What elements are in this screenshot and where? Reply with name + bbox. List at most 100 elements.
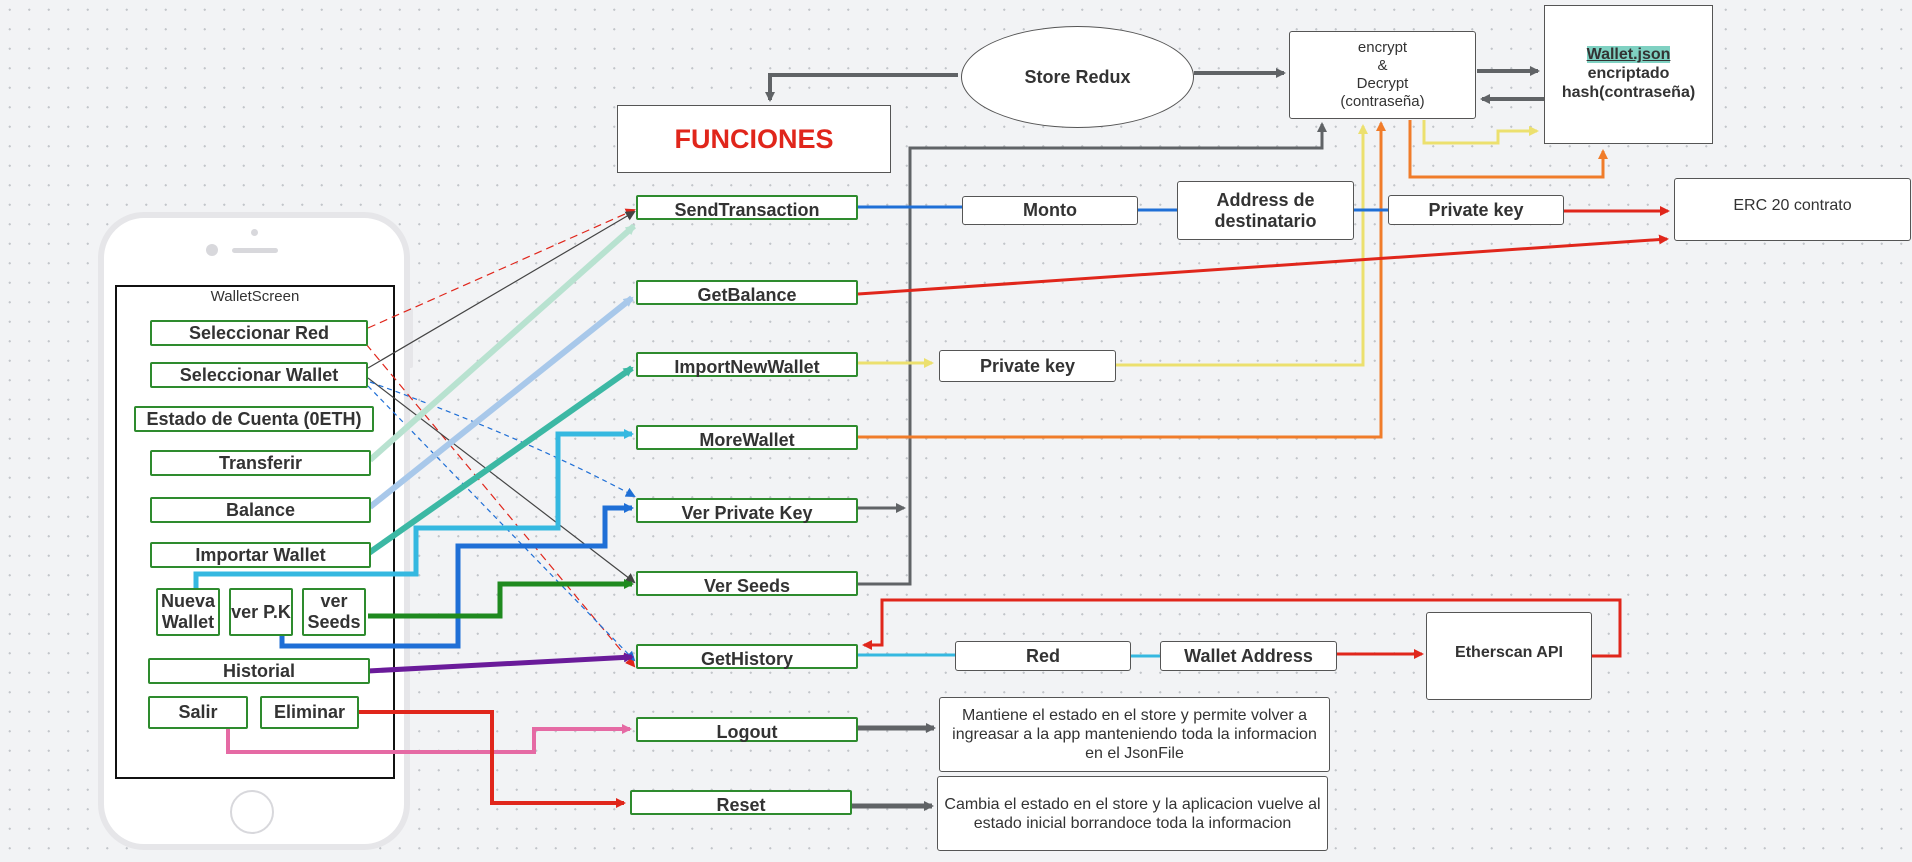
get-balance-label: GetBalance: [697, 285, 797, 305]
edge-encrypt-orange-to-walletjson: [1408, 120, 1608, 179]
wallet-json-hash: hash(contraseña): [1561, 84, 1696, 101]
address-destinatario-node: Address de destinatario: [1177, 181, 1354, 240]
estado-cuenta-label: Estado de Cuenta (0ETH): [146, 408, 362, 429]
ver-seeds-button[interactable]: ver Seeds: [302, 588, 366, 636]
nueva-wallet-label: Nueva Wallet: [160, 591, 216, 632]
estado-cuenta-button[interactable]: Estado de Cuenta (0ETH): [134, 406, 374, 432]
store-redux-node: Store Redux: [961, 26, 1194, 128]
ver-pk-button[interactable]: ver P.K: [229, 588, 293, 636]
logout-note-text: Mantiene el estado en el store y permite…: [952, 707, 1317, 762]
reset-label: Reset: [716, 795, 766, 815]
private-key-import-node: Private key: [939, 350, 1116, 382]
wallet-address-node: Wallet Address: [1160, 641, 1337, 671]
private-key-import-label: Private key: [979, 355, 1076, 376]
wallet-json-title: Wallet.json: [1586, 46, 1671, 63]
private-key-send-node: Private key: [1388, 195, 1564, 225]
phone-speaker: [232, 248, 278, 253]
salir-label: Salir: [178, 702, 218, 722]
wallet-json-node: Wallet.json encriptado hash(contraseña): [1544, 5, 1713, 144]
ver-pk-label: ver P.K: [231, 601, 291, 622]
logout-label: Logout: [716, 722, 778, 742]
seleccionar-red-button[interactable]: Seleccionar Red: [150, 320, 368, 346]
more-wallet-label: MoreWallet: [699, 430, 795, 450]
edge-salir-to-logout: [226, 724, 632, 754]
phone-side-button: [408, 308, 413, 368]
edge-selwallet-to-send: [367, 210, 636, 369]
seleccionar-red-label: Seleccionar Red: [188, 322, 330, 343]
wallet-address-label: Wallet Address: [1184, 645, 1313, 666]
edge-nueva-to-morewallet: [193, 429, 634, 588]
nueva-wallet-button[interactable]: Nueva Wallet: [156, 588, 220, 636]
phone-home-button: [230, 790, 274, 834]
transferir-button[interactable]: Transferir: [150, 450, 371, 476]
ver-private-key-label: Ver Private Key: [681, 503, 813, 523]
reset-node[interactable]: Reset: [630, 790, 852, 815]
eliminar-button[interactable]: Eliminar: [260, 696, 359, 729]
monto-label: Monto: [1023, 200, 1077, 220]
ampersand-line: &: [1377, 57, 1388, 74]
edge-historial-to-history: [367, 652, 634, 674]
reset-note: Cambia el estado en el store y la aplica…: [937, 776, 1328, 851]
erc20-contract-node: ERC 20 contrato: [1674, 178, 1911, 241]
edge-importar-to-import: [364, 365, 634, 558]
edge-etherscan-to-history: [862, 598, 1622, 658]
monto-node: Monto: [962, 196, 1138, 225]
more-wallet-node[interactable]: MoreWallet: [636, 425, 858, 450]
importar-wallet-label: Importar Wallet: [195, 544, 326, 565]
ver-seeds-label: Ver Seeds: [703, 576, 791, 596]
ver-seeds-node[interactable]: Ver Seeds: [636, 571, 858, 596]
contrasena-line: (contraseña): [1340, 93, 1425, 110]
edge-store-to-funciones: [765, 73, 958, 102]
historial-button[interactable]: Historial: [148, 658, 370, 684]
get-history-node[interactable]: GetHistory: [636, 644, 858, 669]
logout-note: Mantiene el estado en el store y permite…: [939, 697, 1330, 772]
ver-private-key-node[interactable]: Ver Private Key: [636, 498, 858, 523]
salir-button[interactable]: Salir: [148, 696, 248, 729]
get-history-label: GetHistory: [700, 649, 794, 669]
red-node: Red: [955, 641, 1131, 671]
get-balance-node[interactable]: GetBalance: [636, 280, 858, 305]
phone-sensor: [251, 229, 258, 236]
send-transaction-node[interactable]: SendTransaction: [636, 195, 858, 220]
phone-camera: [206, 244, 218, 256]
encrypt-decrypt-node: encrypt & Decrypt (contraseña): [1289, 31, 1476, 119]
edge-selwallet-to-verpk: [369, 381, 636, 497]
edge-selred-to-history: [365, 343, 636, 668]
reset-note-text: Cambia el estado en el store y la aplica…: [944, 795, 1321, 832]
edge-encrypt-yellow-to-walletjson: [1422, 120, 1539, 145]
edge-getbalance-to-erc20: [857, 234, 1669, 296]
edge-eliminar-to-reset: [358, 710, 626, 808]
wallet-json-encriptado: encriptado: [1587, 65, 1670, 82]
logout-node[interactable]: Logout: [636, 717, 858, 742]
screen-title: WalletScreen: [210, 288, 300, 305]
historial-label: Historial: [222, 660, 296, 681]
private-key-send-label: Private key: [1428, 199, 1524, 220]
ver-seeds-label: ver Seeds: [307, 591, 361, 632]
edge-morewallet-to-encrypt: [858, 121, 1386, 439]
balance-label: Balance: [225, 499, 296, 520]
edge-verseeds-to-verseeds: [368, 579, 634, 619]
edge-selred-to-send: [367, 208, 636, 329]
import-new-wallet-label: ImportNewWallet: [674, 357, 820, 377]
edge-verseeds-to-encrypt: [858, 122, 1327, 586]
etherscan-api-node: Etherscan API: [1426, 612, 1592, 700]
edge-transferir-to-send: [368, 223, 636, 463]
edge-selwallet-to-history: [367, 385, 636, 662]
import-new-wallet-node[interactable]: ImportNewWallet: [636, 352, 858, 377]
importar-wallet-button[interactable]: Importar Wallet: [150, 542, 371, 568]
send-transaction-label: SendTransaction: [674, 200, 820, 220]
balance-button[interactable]: Balance: [150, 497, 371, 523]
seleccionar-wallet-button[interactable]: Seleccionar Wallet: [150, 362, 368, 388]
edge-privatekey-to-encrypt: [1116, 124, 1368, 367]
red-label: Red: [1025, 645, 1060, 666]
decrypt-line: Decrypt: [1356, 75, 1409, 92]
edge-verpk-to-verprivatekey: [279, 503, 634, 649]
eliminar-label: Eliminar: [273, 702, 346, 722]
edge-balance-to-getbalance: [368, 295, 634, 510]
etherscan-label: Etherscan API: [1455, 644, 1563, 661]
encrypt-line: encrypt: [1357, 39, 1408, 56]
transferir-label: Transferir: [218, 452, 303, 473]
address-destinatario-label: Address de destinatario: [1214, 189, 1317, 231]
erc20-label: ERC 20 contrato: [1733, 196, 1852, 214]
